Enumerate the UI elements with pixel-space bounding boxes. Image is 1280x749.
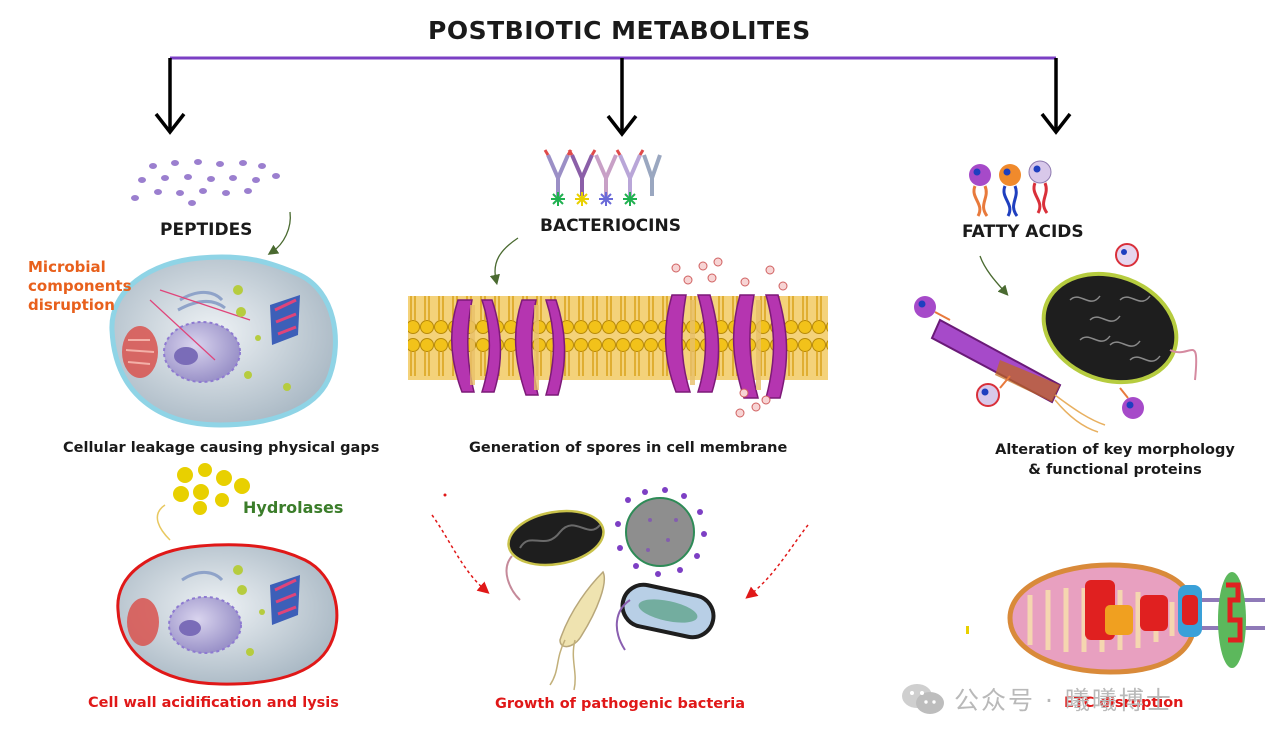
fatty-acid-bacteria-illustration (914, 243, 1198, 433)
membrane-illustration (408, 294, 828, 399)
morphology-caption-line-2: & functional proteins (1028, 462, 1202, 478)
morphology-caption: Alteration of key morphology & functiona… (985, 440, 1245, 480)
yellow-mark (966, 626, 969, 634)
ion-particles (671, 257, 788, 418)
peptide-molecules-icon (131, 159, 280, 206)
fatty-acid-molecules-icon (969, 160, 1052, 217)
spores-caption: Generation of spores in cell membrane (469, 440, 788, 456)
microbial-disruption-line-2: components (28, 277, 132, 295)
category-fatty-acids: FATTY ACIDS (962, 222, 1084, 242)
cell-leakage-illustration (109, 254, 338, 428)
mitochondria-etc-illustration (1007, 562, 1265, 675)
cellular-leakage-caption: Cellular leakage causing physical gaps (63, 440, 380, 456)
watermark: 公众号 · 曦曦博士 (900, 681, 1173, 717)
microbial-disruption-label: Microbial components disruption (28, 258, 132, 315)
hydrolases-label: Hydrolases (243, 498, 344, 517)
hydrolase-molecules-icon (173, 463, 250, 515)
etc-disruption-caption: ETC disruption (1064, 695, 1184, 711)
fatty-acid-arrow (979, 255, 1009, 296)
top-bracket (154, 56, 1072, 137)
page-title: POSTBIOTIC METABOLITES (428, 16, 811, 45)
pathogenic-bacteria-illustration (505, 487, 716, 691)
category-bacteriocins: BACTERIOCINS (540, 216, 681, 236)
bacteriocin-arrow (489, 237, 519, 286)
microbial-disruption-line-1: Microbial (28, 258, 106, 276)
category-peptides: PEPTIDES (160, 220, 253, 240)
wechat-icon (902, 684, 944, 714)
microbial-disruption-line-3: disruption (28, 296, 115, 314)
morphology-caption-line-1: Alteration of key morphology (995, 442, 1235, 458)
peptide-arrow (267, 211, 291, 255)
red-dot (443, 493, 447, 497)
watermark-text: 公众号 · 曦曦博士 (954, 686, 1173, 715)
growth-arrow-right (745, 524, 809, 599)
hydrolase-arrow (156, 504, 171, 541)
growth-arrow-left (431, 514, 490, 594)
pathogenic-growth-caption: Growth of pathogenic bacteria (495, 696, 745, 712)
bacteriocin-molecules-icon (543, 149, 662, 206)
cell-wall-lysis-caption: Cell wall acidification and lysis (88, 695, 339, 711)
cell-lysis-illustration (116, 543, 339, 686)
